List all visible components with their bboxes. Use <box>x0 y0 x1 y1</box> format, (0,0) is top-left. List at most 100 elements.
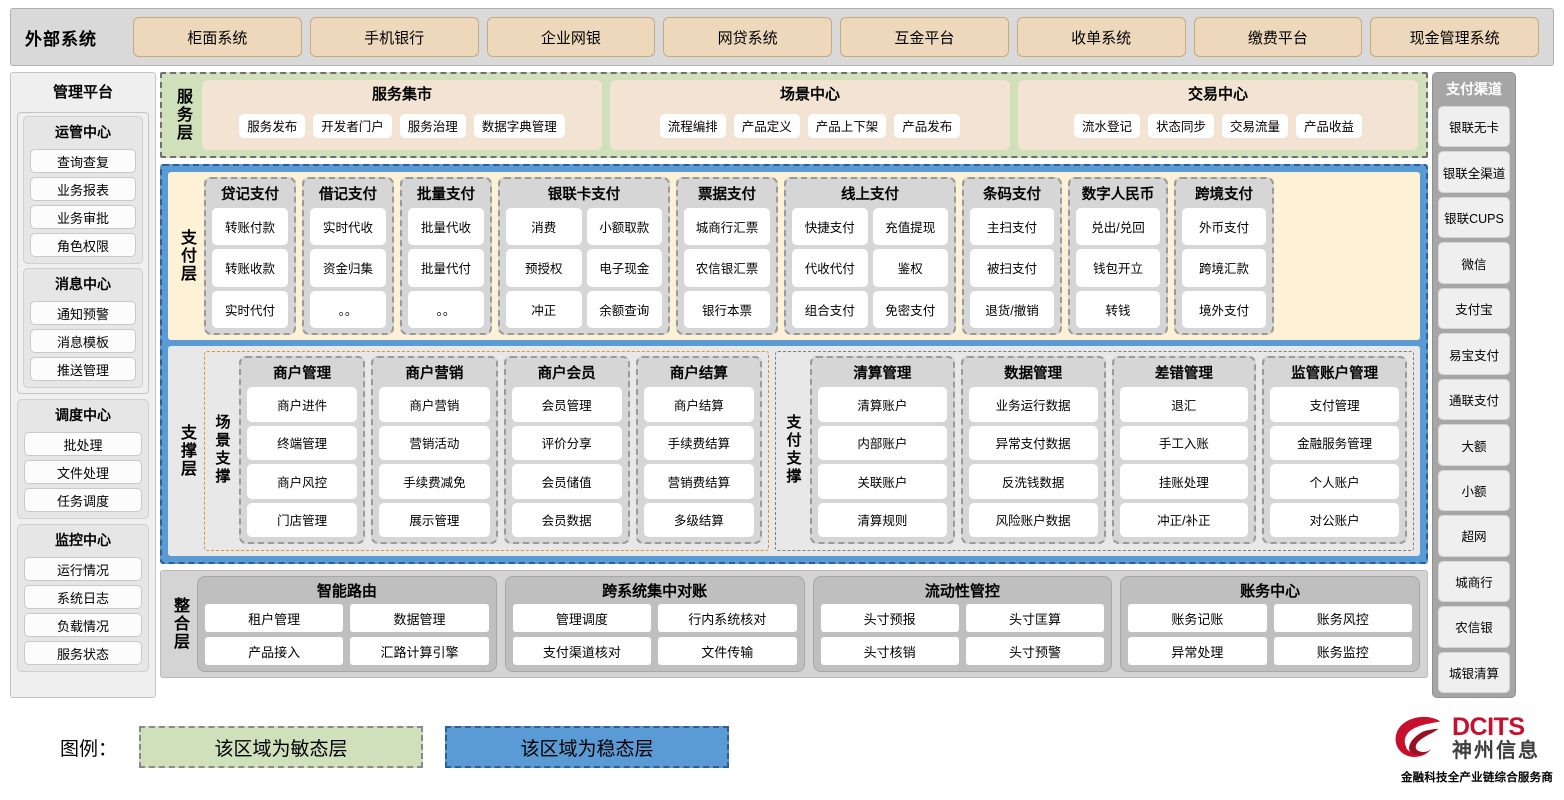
external-system-chip[interactable]: 互金平台 <box>840 17 1009 57</box>
payment-item[interactable]: 批量代付 <box>408 249 484 287</box>
integration-item[interactable]: 管理调度 <box>512 604 652 632</box>
support-item[interactable]: 清算规则 <box>818 502 947 537</box>
payment-item[interactable]: 转钱 <box>1076 290 1160 328</box>
payment-channel-item[interactable]: 银联全渠道 <box>1438 151 1510 193</box>
service-chip[interactable]: 交易流量 <box>1222 113 1289 138</box>
support-item[interactable]: 商户营销 <box>379 387 490 422</box>
management-item[interactable]: 角色权限 <box>30 233 136 257</box>
payment-item[interactable]: 鉴权 <box>872 249 948 287</box>
support-item[interactable]: 个人账户 <box>1270 464 1399 499</box>
management-item[interactable]: 消息模板 <box>30 329 136 353</box>
payment-item[interactable]: 跨境汇款 <box>1182 249 1266 287</box>
payment-item[interactable]: 外币支付 <box>1182 208 1266 246</box>
payment-item[interactable]: 组合支付 <box>792 290 868 328</box>
payment-item[interactable]: 主扫支付 <box>970 208 1054 246</box>
management-item[interactable]: 批处理 <box>24 432 142 456</box>
payment-channel-item[interactable]: 银联CUPS <box>1438 196 1510 239</box>
service-chip[interactable]: 产品上下架 <box>807 113 887 138</box>
external-system-chip[interactable]: 企业网银 <box>486 17 656 57</box>
integration-item[interactable]: 异常处理 <box>1128 637 1267 665</box>
support-item[interactable]: 反洗钱数据 <box>968 464 1098 499</box>
support-item[interactable]: 金融服务管理 <box>1270 425 1399 460</box>
support-item[interactable]: 风险账户数据 <box>968 502 1098 537</box>
service-chip[interactable]: 产品发布 <box>894 113 961 138</box>
payment-channel-item[interactable]: 超网 <box>1438 515 1510 557</box>
integration-item[interactable]: 行内系统核对 <box>658 604 797 632</box>
support-item[interactable]: 冲正/补正 <box>1119 502 1249 537</box>
integration-item[interactable]: 账务风控 <box>1273 604 1412 632</box>
management-item[interactable]: 系统日志 <box>24 585 142 609</box>
payment-channel-item[interactable]: 城银清算 <box>1438 651 1510 694</box>
management-item[interactable]: 通知预警 <box>30 301 136 325</box>
payment-item[interactable]: 预授权 <box>506 249 582 287</box>
service-chip[interactable]: 服务治理 <box>399 113 466 138</box>
service-chip[interactable]: 开发者门户 <box>313 113 392 138</box>
support-item[interactable]: 商户进件 <box>247 387 358 422</box>
support-item[interactable]: 挂账处理 <box>1119 464 1249 499</box>
payment-item[interactable]: 兑出/兑回 <box>1076 208 1160 246</box>
service-chip[interactable]: 服务发布 <box>239 113 306 138</box>
support-item[interactable]: 会员数据 <box>511 502 622 537</box>
external-system-chip[interactable]: 手机银行 <box>309 17 479 57</box>
support-item[interactable]: 手续费减免 <box>379 464 490 499</box>
support-item[interactable]: 终端管理 <box>247 425 358 460</box>
external-system-chip[interactable]: 网贷系统 <box>663 17 832 57</box>
payment-item[interactable]: 转账付款 <box>212 208 288 246</box>
external-system-chip[interactable]: 缴费平台 <box>1193 17 1363 57</box>
support-item[interactable]: 退汇 <box>1119 387 1249 422</box>
payment-channel-item[interactable]: 城商行 <box>1438 560 1510 603</box>
support-item[interactable]: 商户风控 <box>247 464 358 499</box>
payment-item[interactable]: 资金归集 <box>310 249 386 287</box>
payment-channel-item[interactable]: 通联支付 <box>1438 378 1510 421</box>
payment-item[interactable]: 冲正 <box>506 290 582 328</box>
support-item[interactable]: 手续费结算 <box>643 425 754 460</box>
payment-item[interactable]: 实时代付 <box>212 290 288 328</box>
support-item[interactable]: 门店管理 <box>247 502 358 537</box>
service-chip[interactable]: 产品收益 <box>1296 113 1363 138</box>
support-item[interactable]: 商户结算 <box>643 387 754 422</box>
support-item[interactable]: 营销费结算 <box>643 464 754 499</box>
payment-item[interactable]: 。。 <box>408 290 484 328</box>
support-item[interactable]: 内部账户 <box>818 425 947 460</box>
service-chip[interactable]: 数据字典管理 <box>473 113 565 138</box>
support-item[interactable]: 营销活动 <box>379 425 490 460</box>
payment-channel-item[interactable]: 易宝支付 <box>1438 333 1510 375</box>
external-system-chip[interactable]: 柜面系统 <box>133 17 302 57</box>
payment-channel-item[interactable]: 银联无卡 <box>1438 106 1510 148</box>
payment-item[interactable]: 实时代收 <box>310 208 386 246</box>
integration-item[interactable]: 文件传输 <box>658 637 797 665</box>
external-system-chip[interactable]: 收单系统 <box>1016 17 1186 57</box>
payment-item[interactable]: 。。 <box>310 290 386 328</box>
service-chip[interactable]: 状态同步 <box>1147 113 1214 138</box>
payment-item[interactable]: 被扫支付 <box>970 249 1054 287</box>
management-item[interactable]: 负载情况 <box>24 613 142 637</box>
payment-channel-item[interactable]: 微信 <box>1438 242 1510 284</box>
payment-item[interactable]: 余额查询 <box>586 290 662 328</box>
integration-item[interactable]: 支付渠道核对 <box>512 637 652 665</box>
payment-item[interactable]: 快捷支付 <box>792 208 868 246</box>
support-item[interactable]: 业务运行数据 <box>968 387 1098 422</box>
management-item[interactable]: 查询查复 <box>30 149 136 173</box>
support-item[interactable]: 关联账户 <box>818 464 947 499</box>
payment-item[interactable]: 代收代付 <box>792 249 868 287</box>
support-item[interactable]: 会员管理 <box>511 387 622 422</box>
payment-item[interactable]: 银行本票 <box>684 290 770 328</box>
payment-item[interactable]: 充值提现 <box>872 208 948 246</box>
integration-item[interactable]: 数据管理 <box>350 604 489 632</box>
integration-item[interactable]: 产品接入 <box>205 637 344 665</box>
payment-item[interactable]: 转账收款 <box>212 249 288 287</box>
integration-item[interactable]: 头寸预警 <box>965 637 1105 665</box>
support-item[interactable]: 多级结算 <box>643 502 754 537</box>
payment-item[interactable]: 农信银汇票 <box>684 249 770 287</box>
support-item[interactable]: 手工入账 <box>1119 425 1249 460</box>
service-chip[interactable]: 流水登记 <box>1073 113 1140 138</box>
payment-item[interactable]: 城商行汇票 <box>684 208 770 246</box>
payment-item[interactable]: 境外支付 <box>1182 290 1266 328</box>
support-item[interactable]: 支付管理 <box>1270 387 1399 422</box>
payment-item[interactable]: 钱包开立 <box>1076 249 1160 287</box>
support-item[interactable]: 展示管理 <box>379 502 490 537</box>
payment-channel-item[interactable]: 农信银 <box>1438 606 1510 648</box>
management-item[interactable]: 运行情况 <box>24 557 142 581</box>
integration-item[interactable]: 账务记账 <box>1128 604 1267 632</box>
management-item[interactable]: 文件处理 <box>24 460 142 484</box>
